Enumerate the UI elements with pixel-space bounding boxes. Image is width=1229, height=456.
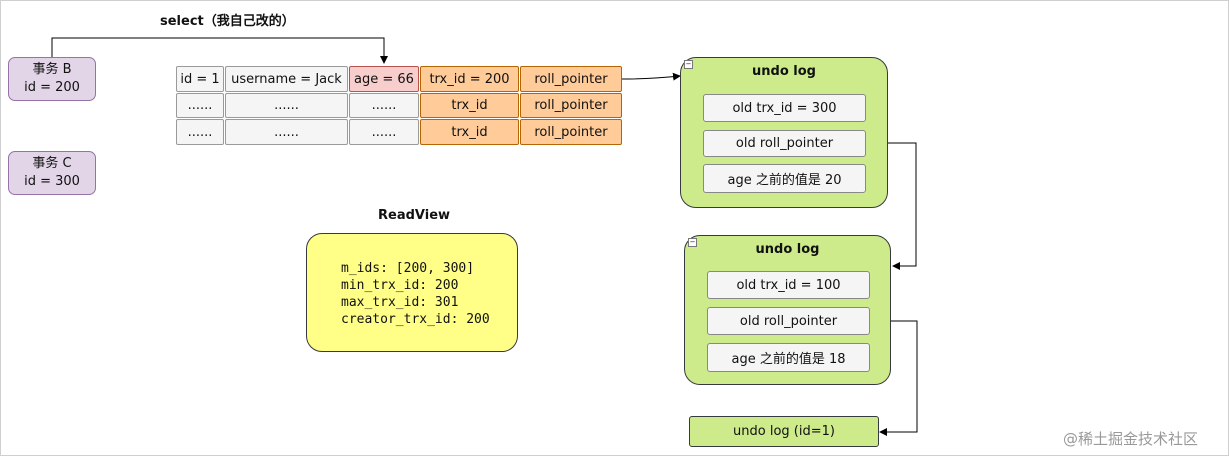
watermark: @稀土掘金技术社区 bbox=[1063, 430, 1199, 448]
placeholder-cell: ...... bbox=[349, 93, 419, 118]
transaction-b-name: 事务 B bbox=[32, 62, 72, 77]
undo-log-final: undo log (id=1) bbox=[689, 416, 879, 447]
placeholder-roll-pointer: roll_pointer bbox=[520, 93, 622, 118]
placeholder-cell: ...... bbox=[225, 93, 348, 118]
undo-log-title: undo log bbox=[752, 64, 816, 79]
readview-box: m_ids: [200, 300] min_trx_id: 200 max_tr… bbox=[306, 233, 518, 352]
undo-log-trx-id: old trx_id = 100 bbox=[707, 271, 870, 299]
cell-username: username = Jack bbox=[225, 66, 348, 92]
transaction-b: 事务 B id = 200 bbox=[8, 57, 96, 101]
readview-line: m_ids: [200, 300] bbox=[341, 261, 475, 276]
cell-roll-pointer: roll_pointer bbox=[520, 66, 622, 92]
cell-age: age = 66 bbox=[349, 66, 419, 92]
select-label: select（我自己改的） bbox=[160, 14, 295, 29]
cell-trx-id: trx_id = 200 bbox=[420, 66, 519, 92]
arrow-undo1-to-undo2 bbox=[864, 142, 917, 270]
placeholder-cell: ...... bbox=[176, 119, 224, 145]
undo-log-roll-pointer: old roll_pointer bbox=[703, 130, 866, 157]
transaction-b-id: id = 200 bbox=[24, 80, 80, 95]
undo-log-1: − undo log old trx_id = 300 old roll_poi… bbox=[680, 57, 888, 208]
readview-line: creator_trx_id: 200 bbox=[341, 312, 490, 327]
cell-id: id = 1 bbox=[176, 66, 224, 92]
transaction-c-id: id = 300 bbox=[24, 174, 80, 189]
undo-log-trx-id: old trx_id = 300 bbox=[703, 94, 866, 122]
undo-log-title: undo log bbox=[755, 242, 820, 257]
placeholder-trx-id: trx_id bbox=[420, 93, 519, 118]
arrow-row-to-undo1 bbox=[621, 72, 681, 81]
placeholder-trx-id: trx_id bbox=[420, 119, 519, 145]
transaction-c: 事务 C id = 300 bbox=[8, 151, 96, 195]
placeholder-cell: ...... bbox=[176, 93, 224, 118]
readview-line: min_trx_id: 200 bbox=[341, 278, 459, 293]
undo-log-value: age 之前的值是 18 bbox=[707, 343, 870, 372]
transaction-c-name: 事务 C bbox=[32, 156, 72, 171]
placeholder-cell: ...... bbox=[225, 119, 348, 145]
readview-line: max_trx_id: 301 bbox=[341, 295, 459, 310]
undo-log-roll-pointer: old roll_pointer bbox=[707, 307, 870, 335]
arrow-undo2-to-final bbox=[868, 320, 918, 436]
undo-log-value: age 之前的值是 20 bbox=[703, 164, 866, 193]
arrow-txn-b-to-age bbox=[51, 37, 388, 64]
placeholder-cell: ...... bbox=[349, 119, 419, 145]
collapse-icon[interactable]: − bbox=[688, 238, 697, 247]
readview-title: ReadView bbox=[378, 208, 451, 223]
collapse-icon[interactable]: − bbox=[684, 60, 693, 69]
placeholder-roll-pointer: roll_pointer bbox=[520, 119, 622, 145]
undo-log-2: − undo log old trx_id = 100 old roll_poi… bbox=[684, 235, 891, 385]
